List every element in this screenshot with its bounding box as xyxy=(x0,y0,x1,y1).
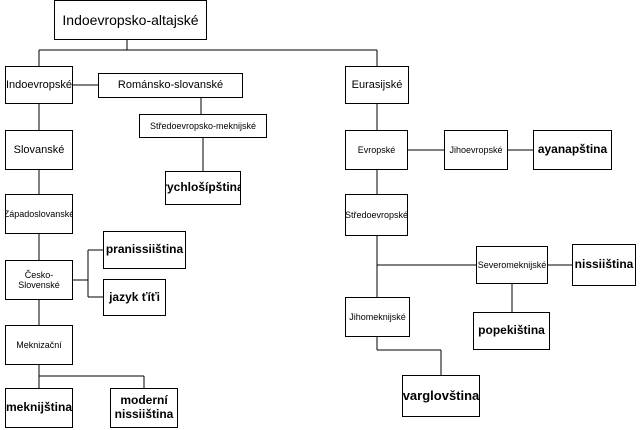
node-ayanapstina: ayanapština xyxy=(533,130,612,170)
node-stredoevropsko-meknijske: Středoevropsko-meknijské xyxy=(139,114,267,138)
node-zapadoslovanske: Západoslovanské xyxy=(5,194,73,234)
node-evropske: Evropské xyxy=(345,130,408,170)
node-stredoevropske: Středoevropské xyxy=(345,194,408,236)
node-moderni-nissiistina: moderní nissiiština xyxy=(110,388,178,428)
node-varglovstina: varglovština xyxy=(402,375,480,417)
node-pranissiistina: pranissiiština xyxy=(103,231,186,269)
node-severomeknijske: Severomeknijské xyxy=(476,246,548,284)
node-meknizacni: Meknizační xyxy=(5,325,73,365)
node-eurasijske: Eurasijské xyxy=(345,66,409,104)
node-indoevropske: Indoevropské xyxy=(5,66,73,104)
node-jihomeknijske: Jihomeknijské xyxy=(345,297,410,337)
node-slovanske: Slovanské xyxy=(5,130,73,170)
node-romansko-slovanske: Románsko-slovanské xyxy=(98,73,243,98)
node-nissiistina: nissiiština xyxy=(572,244,636,286)
node-meknijstina: meknijština xyxy=(5,388,73,428)
node-jihoevropske: Jihoevropské xyxy=(444,130,508,170)
node-jazyk-titi: jazyk ťíťi xyxy=(103,279,166,316)
node-indoevropsko-altajske: Indoevropsko-altajské xyxy=(54,0,207,40)
node-popekistina: popekiština xyxy=(473,312,550,350)
node-rychlosipstina: rychlošípština xyxy=(165,171,241,205)
node-cesko-slovenske: Česko-Slovenské xyxy=(5,260,73,300)
